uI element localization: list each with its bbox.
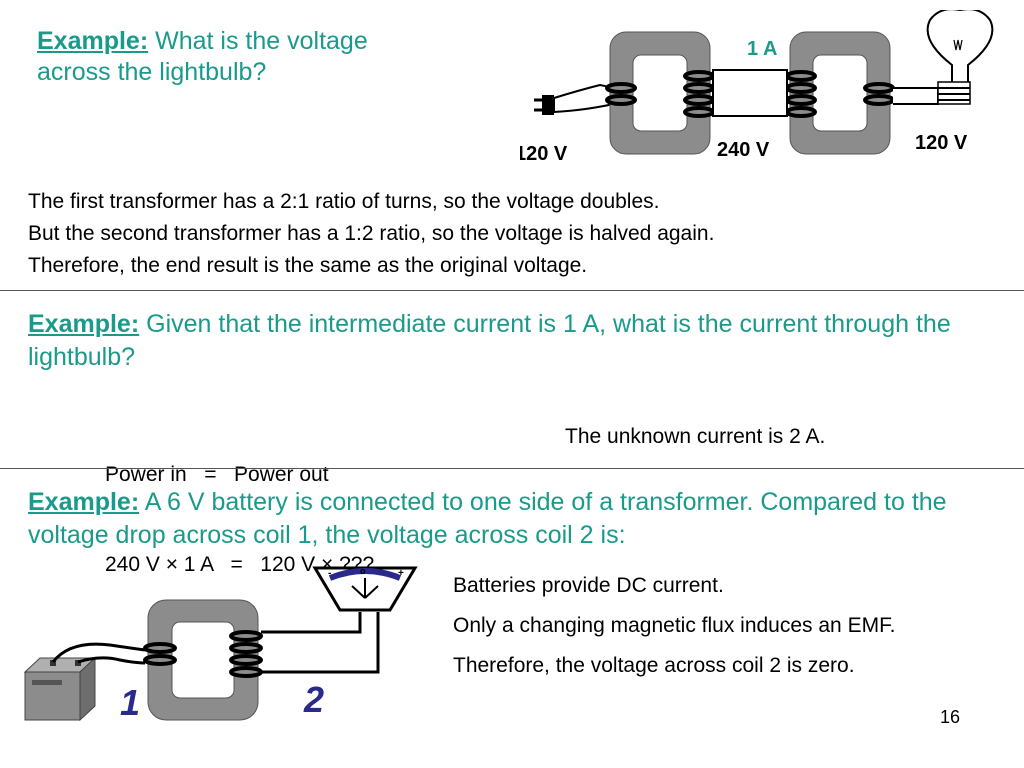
divider — [0, 290, 1024, 291]
label-240v: 240 V — [717, 139, 770, 161]
example3-explanation: Batteries provide DC current. Only a cha… — [453, 566, 895, 686]
example3-question-text: A 6 V battery is connected to one side o… — [28, 488, 947, 549]
example2-question-text: Given that the intermediate current is 1… — [28, 310, 951, 371]
battery-transformer-diagram: o - + 1 2 — [23, 566, 418, 723]
meter-minus-mark: - — [328, 568, 331, 579]
transformer-core — [147, 599, 259, 721]
example2-answer: The unknown current is 2 A. — [565, 425, 826, 448]
intermediate-wire — [712, 69, 788, 117]
example3-label: Example: — [28, 488, 140, 516]
example1-question: Example: What is the voltage across the … — [37, 26, 437, 88]
lightbulb-icon — [926, 10, 994, 105]
explanation-line: Therefore, the end result is the same as… — [28, 254, 588, 277]
example1-label: Example: — [37, 27, 149, 55]
transformer-core-2 — [789, 31, 891, 155]
coil-1 — [143, 642, 177, 666]
transformer-chain-diagram: 1 A 120 V 240 V 120 V — [520, 10, 994, 165]
label-120v-left: 120 V — [520, 143, 568, 165]
example1-explanation: The first transformer has a 2:1 ratio of… — [28, 186, 988, 282]
meter-plus-mark: + — [398, 568, 404, 579]
explanation-line: Therefore, the voltage across coil 2 is … — [453, 654, 855, 677]
coil-primary-1 — [605, 82, 637, 106]
divider — [0, 468, 1024, 469]
equation-line-2: 240 V × 1 A = 120 V × ??? — [105, 553, 375, 576]
explanation-line: Only a changing magnetic flux induces an… — [453, 614, 896, 637]
coil-2 — [229, 630, 263, 678]
coil-2-label: 2 — [303, 679, 324, 720]
explanation-line: Batteries provide DC current. — [453, 574, 724, 597]
example2-label: Example: — [28, 310, 140, 338]
transformer-core-1 — [609, 31, 711, 155]
label-1a: 1 A — [747, 38, 777, 60]
battery-icon — [23, 656, 97, 722]
coil-1-label: 1 — [120, 682, 140, 723]
label-120v-right: 120 V — [915, 132, 968, 154]
meter-zero-mark: o — [360, 566, 366, 576]
explanation-line: But the second transformer has a 1:2 rat… — [28, 222, 715, 245]
explanation-line: The first transformer has a 2:1 ratio of… — [28, 190, 660, 213]
page-number: 16 — [940, 707, 961, 727]
example1-question-text: What is the voltage across the lightbulb… — [37, 27, 368, 86]
voltmeter-icon: o - + — [312, 566, 418, 612]
bulb-wire — [893, 87, 939, 105]
example3-question: Example: A 6 V battery is connected to o… — [28, 486, 1018, 552]
example2-question: Example: Given that the intermediate cur… — [28, 308, 988, 374]
